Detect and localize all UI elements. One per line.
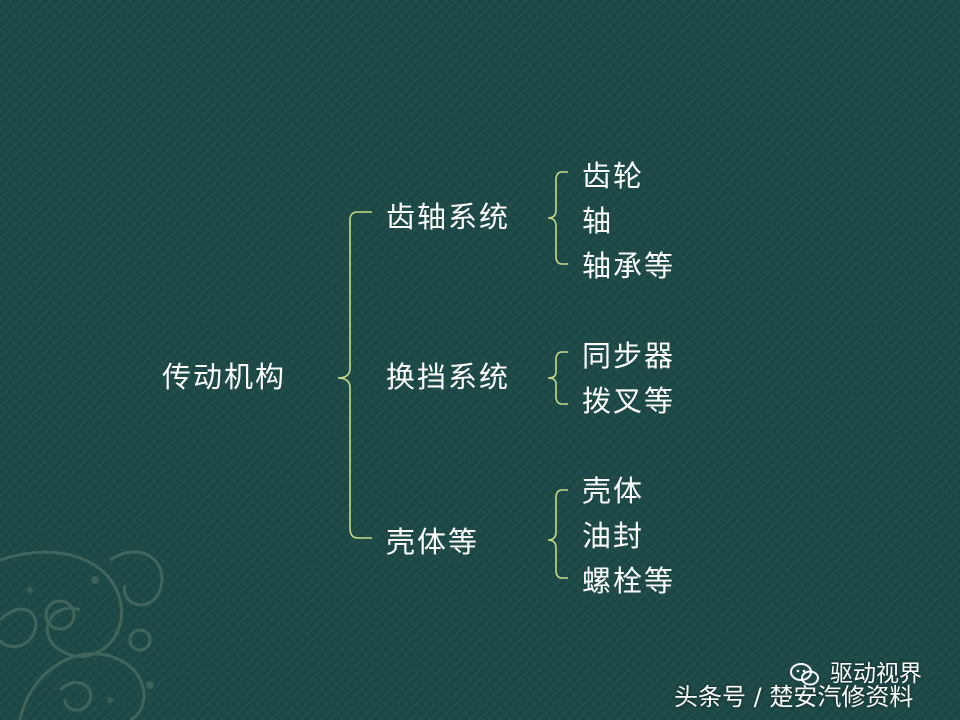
branch-node-housing: 壳体等 [386, 525, 480, 559]
root-node: 传动机构 [162, 360, 287, 394]
wechat-icon [790, 663, 819, 686]
leaf-node: 壳体 [582, 474, 645, 508]
leaf-node: 油封 [582, 519, 645, 553]
leaf-node: 轴 [582, 204, 614, 238]
leaf-node: 拨叉等 [582, 384, 676, 418]
branch-bracket-1 [547, 171, 568, 265]
watermark-account: 驱动视界 [830, 661, 922, 687]
root-bracket [337, 211, 372, 539]
leaf-node: 轴承等 [582, 249, 676, 283]
leaf-node: 同步器 [582, 339, 676, 373]
branch-bracket-3 [547, 489, 568, 579]
branch-bracket-2 [547, 351, 568, 405]
leaf-node: 齿轮 [582, 159, 645, 193]
branch-node-gear-shaft: 齿轴系统 [386, 200, 511, 234]
watermark-source: 头条号 / 楚安汽修资料 [674, 683, 914, 711]
branch-node-shift: 换挡系统 [386, 360, 511, 394]
leaf-node: 螺栓等 [582, 564, 676, 598]
